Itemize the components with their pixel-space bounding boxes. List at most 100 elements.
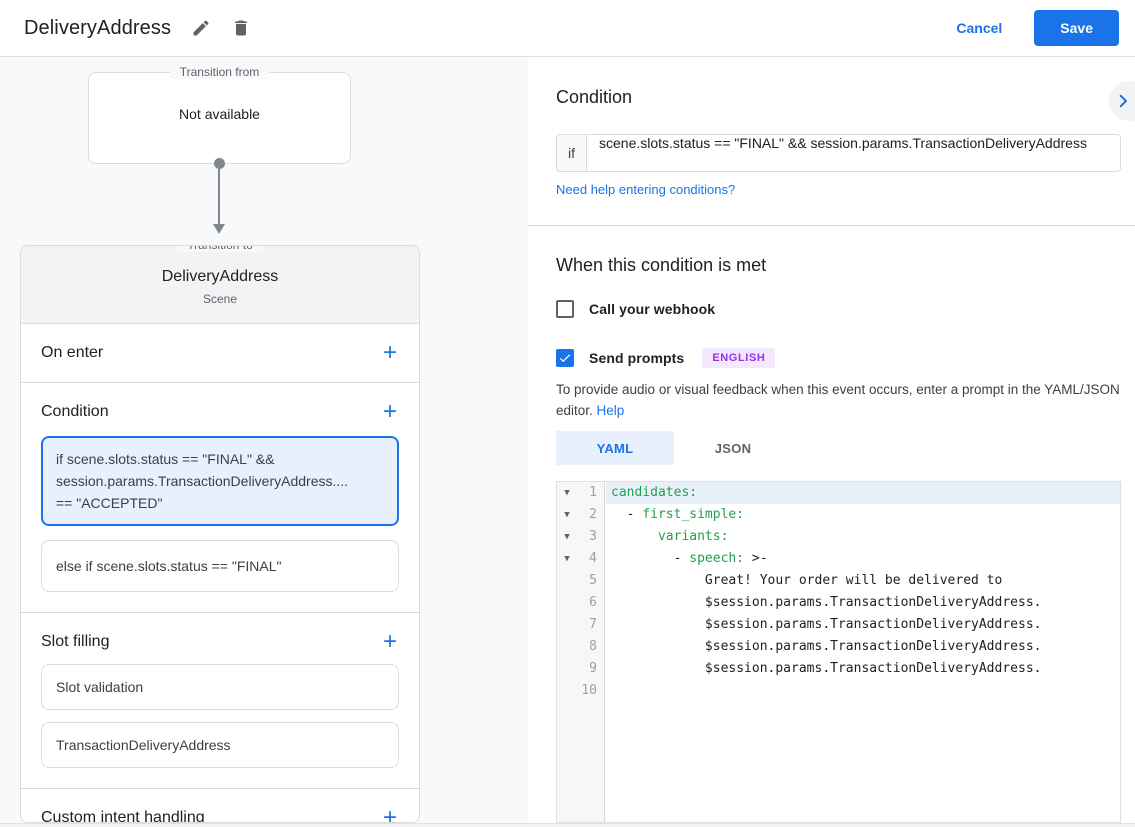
prompt-help-link[interactable]: Help: [596, 403, 625, 418]
chevron-right-icon: [1114, 92, 1132, 110]
send-prompts-checkbox[interactable]: [556, 349, 574, 367]
line-number: 6: [589, 595, 597, 610]
fold-gutter-cell: [557, 680, 577, 702]
line-number: 4: [589, 551, 597, 566]
code-token: variants:: [657, 529, 729, 544]
cancel-button[interactable]: Cancel: [944, 12, 1014, 44]
yaml-editor-lines: ▼ 1 candidates: ▼ 2 - first_simple: ▼ 3 varian…: [557, 482, 1120, 702]
transition-from-legend: Transition from: [169, 65, 270, 79]
line-number: 10: [581, 683, 597, 698]
add-on-enter-button[interactable]: +: [382, 339, 397, 366]
call-webhook-row[interactable]: Call your webhook: [556, 300, 715, 318]
on-enter-label: On enter: [41, 344, 104, 361]
yaml-editor[interactable]: ▼ 1 candidates: ▼ 2 - first_simple: ▼ 3 varian…: [556, 481, 1121, 823]
conditions-help-link[interactable]: Need help entering conditions?: [556, 182, 736, 197]
flow-canvas: Transition from Not available Transition…: [0, 57, 528, 823]
condition-expression-row: if scene.slots.status == "FINAL" && sess…: [556, 134, 1121, 172]
add-custom-intent-button[interactable]: +: [381, 806, 399, 823]
page-title: DeliveryAddress: [24, 16, 172, 39]
send-prompts-row[interactable]: Send prompts ENGLISH: [556, 348, 776, 368]
transition-from-box[interactable]: Transition from Not available: [88, 65, 351, 164]
code-line[interactable]: $session.params.TransactionDeliveryAddre…: [606, 614, 1120, 636]
checkmark-icon: [558, 351, 572, 365]
fold-toggle-icon[interactable]: ▼: [564, 554, 570, 564]
detail-panel: Condition if scene.slots.status == "FINA…: [528, 57, 1135, 823]
prompt-hint-text: To provide audio or visual feedback when…: [556, 379, 1121, 421]
slot-validation-card[interactable]: Slot validation: [41, 664, 399, 710]
editor-line[interactable]: 6 $session.params.TransactionDeliveryAdd…: [557, 592, 1120, 614]
slot-transaction-card[interactable]: TransactionDeliveryAddress: [41, 722, 399, 768]
webhook-checkbox[interactable]: [556, 300, 574, 318]
arrow-down-icon: [213, 224, 225, 234]
collapse-panel-button[interactable]: [1109, 81, 1135, 121]
condition-card-selected[interactable]: if scene.slots.status == "FINAL" && sess…: [41, 436, 399, 526]
editor-line[interactable]: 10: [557, 680, 1120, 702]
scene-card-header[interactable]: DeliveryAddress Scene: [21, 246, 419, 323]
code-token: candidates:: [611, 485, 698, 500]
line-number: 2: [589, 507, 597, 522]
code-line[interactable]: [606, 680, 1120, 702]
fold-gutter-cell: [557, 592, 577, 614]
delete-scene-button[interactable]: [223, 10, 259, 46]
condition-heading: Condition: [556, 87, 633, 107]
custom-intent-label: Custom intent handling: [41, 809, 205, 823]
connector-dot-icon: [213, 158, 225, 169]
code-token: $session.params.TransactionDeliveryAddre…: [611, 639, 1042, 654]
section-custom-intent: Custom intent handling +: [21, 788, 419, 823]
code-token: -: [611, 551, 690, 566]
fold-gutter-cell: [557, 614, 577, 636]
code-token: $session.params.TransactionDeliveryAddre…: [611, 661, 1042, 676]
code-line[interactable]: - speech: >-: [606, 548, 1120, 570]
line-number: 9: [589, 661, 597, 676]
tab-json[interactable]: JSON: [674, 431, 792, 465]
if-prefix-chip: if: [556, 134, 587, 172]
code-token: Great! Your order will be delivered to: [611, 573, 1003, 588]
section-slot-filling: Slot filling + Slot validation Transacti…: [21, 612, 419, 788]
line-number: 3: [589, 529, 597, 544]
fold-toggle-icon[interactable]: ▼: [564, 488, 570, 498]
fold-toggle-icon[interactable]: ▼: [564, 532, 570, 542]
bottom-scrollbar-track[interactable]: [0, 823, 1135, 827]
editor-line[interactable]: ▼ 3 variants:: [557, 526, 1120, 548]
tab-yaml[interactable]: YAML: [556, 431, 674, 465]
scene-name: DeliveryAddress: [161, 268, 279, 285]
code-line[interactable]: $session.params.TransactionDeliveryAddre…: [606, 658, 1120, 680]
editor-tabs: YAML JSON: [556, 431, 792, 465]
line-number: 1: [589, 485, 597, 500]
condition-expression-input[interactable]: scene.slots.status == "FINAL" && session…: [587, 134, 1121, 172]
code-line[interactable]: $session.params.TransactionDeliveryAddre…: [606, 636, 1120, 658]
editor-line[interactable]: 9 $session.params.TransactionDeliveryAdd…: [557, 658, 1120, 680]
scene-card: Transition to DeliveryAddress Scene On e…: [20, 245, 420, 823]
trash-icon: [231, 18, 251, 38]
fold-toggle-icon[interactable]: ▼: [564, 510, 570, 520]
editor-line[interactable]: 8 $session.params.TransactionDeliveryAdd…: [557, 636, 1120, 658]
editor-line[interactable]: ▼ 2 - first_simple:: [557, 504, 1120, 526]
code-line[interactable]: Great! Your order will be delivered to: [606, 570, 1120, 592]
editor-line[interactable]: ▼ 4 - speech: >-: [557, 548, 1120, 570]
save-button[interactable]: Save: [1034, 10, 1119, 46]
code-token: $session.params.TransactionDeliveryAddre…: [611, 595, 1042, 610]
transition-to-legend: Transition to: [177, 246, 263, 252]
transition-arrow: [213, 158, 225, 234]
add-condition-button[interactable]: +: [382, 398, 397, 425]
send-prompts-label: Send prompts: [589, 350, 685, 366]
code-line[interactable]: $session.params.TransactionDeliveryAddre…: [606, 592, 1120, 614]
code-line[interactable]: variants:: [606, 526, 1120, 548]
add-slot-button[interactable]: +: [382, 628, 397, 655]
editor-line[interactable]: ▼ 1 candidates:: [557, 482, 1120, 504]
webhook-label: Call your webhook: [589, 301, 716, 317]
slot-filling-label: Slot filling: [41, 633, 110, 650]
connector-line: [218, 169, 220, 224]
code-token: $session.params.TransactionDeliveryAddre…: [611, 617, 1042, 632]
edit-title-button[interactable]: [183, 10, 219, 46]
code-line[interactable]: - first_simple:: [606, 504, 1120, 526]
code-line[interactable]: candidates:: [606, 482, 1120, 504]
code-token: [611, 529, 658, 544]
condition-card-else[interactable]: else if scene.slots.status == "FINAL": [41, 540, 399, 592]
editor-gutter: [557, 482, 605, 822]
editor-line[interactable]: 7 $session.params.TransactionDeliveryAdd…: [557, 614, 1120, 636]
scene-type-label: Scene: [202, 292, 238, 306]
section-condition: Condition + if scene.slots.status == "FI…: [21, 382, 419, 612]
editor-line[interactable]: 5 Great! Your order will be delivered to: [557, 570, 1120, 592]
